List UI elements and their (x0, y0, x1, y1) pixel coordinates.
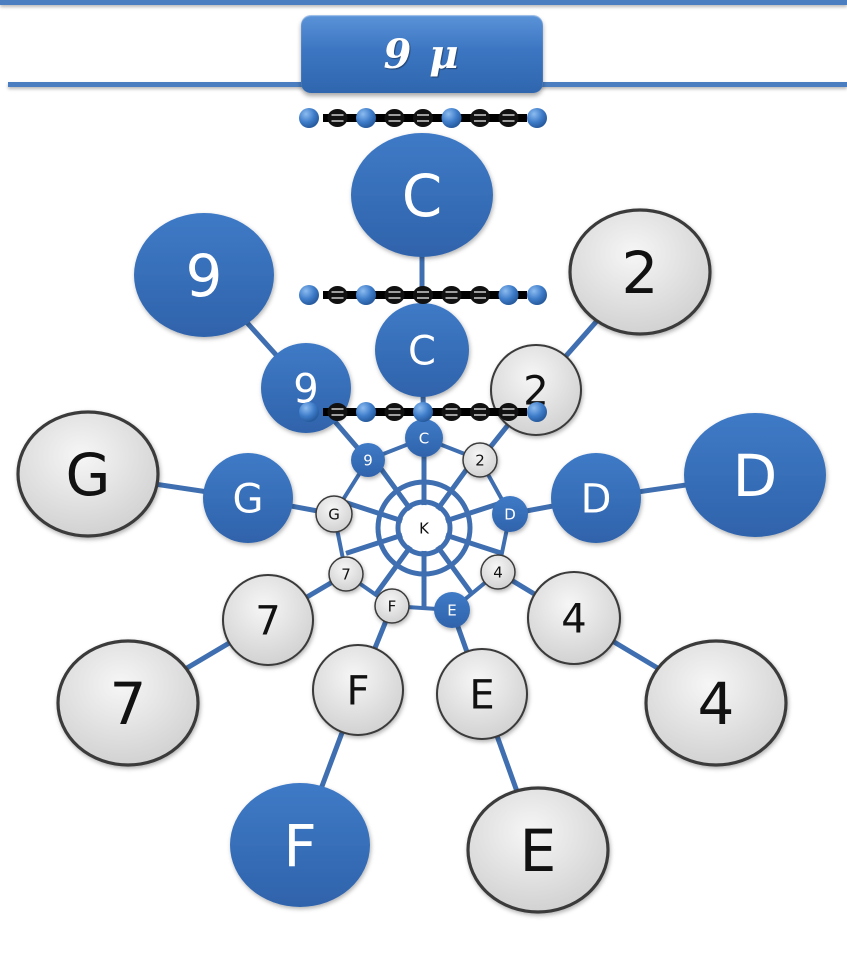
bead-blue (299, 285, 319, 305)
node-label: F (388, 597, 397, 615)
bead-blue (356, 285, 376, 305)
bead-black (384, 403, 405, 421)
bead-black (441, 286, 462, 304)
outer-node-7[interactable]: 7 (56, 639, 200, 767)
top-band (0, 0, 847, 5)
inner-node-D[interactable]: D (492, 496, 528, 532)
node-label: G (233, 476, 264, 522)
outer-node-4[interactable]: 4 (644, 639, 788, 767)
web-ring (375, 479, 473, 577)
inner-node-C[interactable]: C (405, 419, 443, 457)
node-label: 2 (475, 451, 485, 469)
bead-blue (299, 402, 319, 422)
node-label: C (419, 429, 429, 447)
bead-black (470, 286, 490, 304)
inner-ring-edge (331, 435, 513, 613)
bead-blue (299, 108, 319, 128)
bead-blue (356, 108, 376, 128)
bead-black (384, 109, 405, 127)
inner-node-F[interactable]: F (374, 588, 410, 624)
node-label: C (402, 162, 443, 230)
node-label: 9 (186, 242, 223, 310)
bead-black (327, 109, 348, 127)
mid-node-D[interactable]: D (551, 453, 641, 543)
bead-black (413, 286, 433, 304)
outer-node-G[interactable]: G (16, 410, 160, 538)
bead-blue (527, 108, 547, 128)
bead-chain-top (299, 108, 547, 128)
title-text: 9 μ (383, 30, 461, 78)
node-label: G (328, 505, 340, 523)
mid-node-F[interactable]: F (311, 643, 405, 737)
bead-blue (441, 108, 462, 128)
bead-black (470, 109, 490, 127)
node-label: 9 (363, 451, 373, 469)
node-label: 7 (110, 670, 147, 738)
outer-node-2[interactable]: 2 (568, 208, 712, 336)
inner-node-E[interactable]: E (434, 592, 470, 628)
outer-node-C[interactable]: C (351, 133, 493, 257)
bead-black (498, 109, 519, 127)
node-label: F (283, 812, 316, 880)
node-label: D (733, 442, 778, 510)
node-label: 7 (255, 598, 280, 644)
node-label: G (66, 441, 111, 509)
bead-black (384, 286, 405, 304)
bead-chain-bottom (299, 402, 547, 422)
outer-node-E[interactable]: E (466, 786, 610, 914)
node-label: 4 (493, 563, 503, 581)
bead-black (441, 403, 462, 421)
center-node[interactable]: K (401, 505, 447, 551)
node-label: D (581, 476, 612, 522)
bead-blue (498, 285, 519, 305)
bead-blue (527, 285, 547, 305)
bead-blue (356, 402, 376, 422)
inner-node-9[interactable]: 9 (351, 443, 385, 477)
inner-node-2[interactable]: 2 (462, 442, 498, 478)
bead-black (327, 403, 348, 421)
mid-node-G[interactable]: G (203, 453, 293, 543)
node-label: E (447, 601, 456, 619)
bead-black (413, 109, 433, 127)
node-label: D (504, 505, 516, 523)
node-label: K (419, 519, 430, 537)
outer-node-D[interactable]: D (684, 413, 826, 537)
node-label: E (520, 817, 557, 885)
mid-node-E[interactable]: E (435, 647, 529, 741)
node-label: E (469, 672, 494, 718)
mid-node-7[interactable]: 7 (221, 573, 315, 667)
inner-node-4[interactable]: 4 (480, 554, 516, 590)
mid-node-C[interactable]: C (375, 303, 469, 397)
bead-black (327, 286, 348, 304)
bead-blue (413, 402, 433, 422)
bead-blue (527, 402, 547, 422)
bead-chain-middle (299, 285, 547, 305)
node-label: 4 (561, 596, 586, 642)
node-label: 7 (341, 565, 351, 583)
outer-node-9[interactable]: 9 (134, 213, 274, 337)
bead-black (470, 403, 490, 421)
bead-black (498, 403, 519, 421)
mid-node-4[interactable]: 4 (526, 570, 622, 666)
node-label: 2 (622, 239, 659, 307)
title-badge[interactable]: 9 μ (301, 15, 543, 93)
node-label: 4 (698, 670, 735, 738)
inner-node-7[interactable]: 7 (328, 556, 364, 592)
web-ring (395, 499, 453, 557)
outer-node-F[interactable]: F (230, 783, 370, 907)
inner-node-G[interactable]: G (315, 495, 353, 533)
node-label: C (408, 328, 436, 374)
node-label: F (346, 668, 369, 714)
